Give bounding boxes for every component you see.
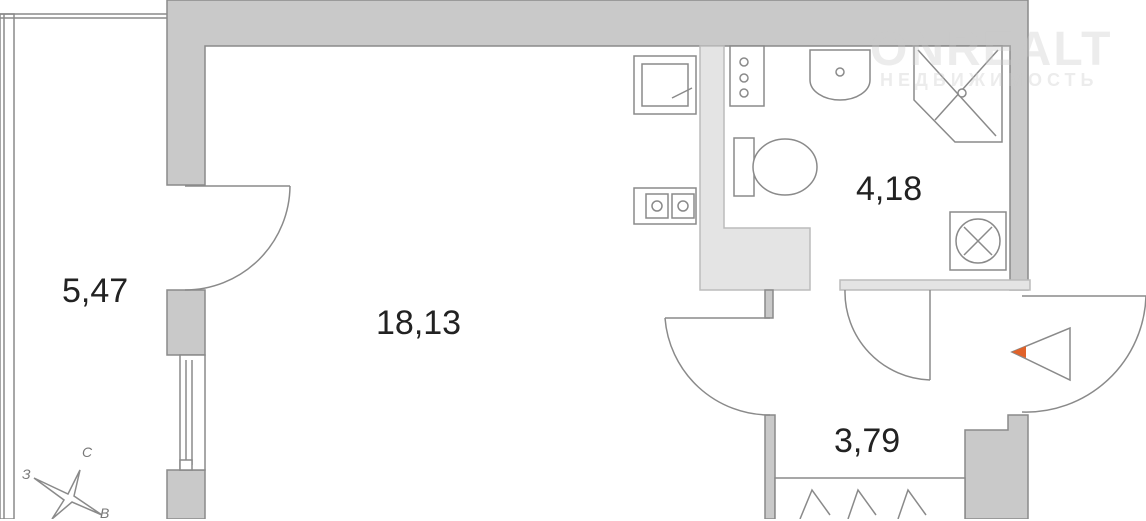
window xyxy=(179,354,206,471)
balcony-door xyxy=(184,185,291,291)
wardrobe xyxy=(774,477,966,519)
compass-west: З xyxy=(22,466,31,482)
area-living-room: 18,13 xyxy=(376,304,462,342)
washing-machine xyxy=(949,211,1007,271)
hall-right-wall xyxy=(964,414,1029,519)
kitchen-sink xyxy=(633,55,697,115)
compass-east: В xyxy=(100,505,110,521)
bathroom-door xyxy=(844,289,931,381)
area-balcony: 5,47 xyxy=(62,272,129,310)
hall-left-wall xyxy=(764,414,776,519)
watermark-sub: НЕДВИЖИМОСТЬ xyxy=(880,70,1099,90)
outer-wall xyxy=(166,0,1029,291)
compass-north: С xyxy=(82,444,93,460)
kitchen-stove-top xyxy=(729,45,765,107)
balcony-railing xyxy=(0,13,167,519)
kitchen-cooktop xyxy=(633,187,697,225)
left-wall-lower xyxy=(166,289,206,356)
shower xyxy=(913,45,1003,143)
entrance-marker xyxy=(1012,346,1026,358)
hall-wall-stub xyxy=(764,289,774,319)
bathroom-partition-wall xyxy=(699,45,811,291)
compass-icon xyxy=(33,469,103,519)
hall-door xyxy=(664,317,771,416)
area-bathroom: 4,18 xyxy=(856,170,923,208)
washbasin xyxy=(809,49,871,101)
toilet xyxy=(733,137,818,197)
entrance-door xyxy=(1010,295,1146,413)
left-wall-bottom xyxy=(166,469,206,519)
area-hallway: 3,79 xyxy=(834,422,901,460)
bathroom-wall xyxy=(839,279,1031,291)
watermark-brand: ONREALT xyxy=(870,23,1113,76)
